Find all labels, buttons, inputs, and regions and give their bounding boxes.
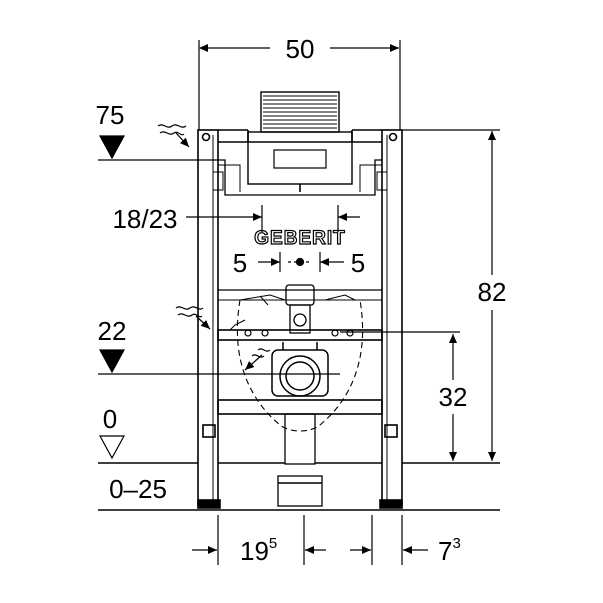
frame — [197, 129, 403, 509]
side-dimension — [186, 205, 360, 232]
bottom-left-dimension: 195 — [240, 535, 277, 566]
side-dimension-label: 18/23 — [112, 204, 177, 234]
width-label: 50 — [286, 34, 315, 64]
floor-label: 0 — [103, 404, 117, 434]
height-dimension — [402, 129, 500, 461]
level-75-label: 75 — [96, 100, 125, 130]
brand-label: GEBERIT — [254, 228, 345, 249]
supply-points — [229, 319, 354, 337]
offset-dimensions — [258, 252, 344, 272]
flush-plate — [260, 91, 340, 133]
pan-outline — [236, 299, 364, 432]
height-label: 82 — [478, 277, 507, 307]
outlet-height-label: 32 — [439, 382, 468, 412]
bottom-dimensions — [192, 515, 428, 565]
right-offset-label: 5 — [351, 248, 365, 278]
level-22-marker — [98, 306, 460, 375]
bottom-right-dimension: 73 — [438, 535, 461, 566]
floor-range-label: 0–25 — [109, 474, 167, 504]
level-75-marker — [98, 124, 218, 161]
left-offset-label: 5 — [233, 248, 247, 278]
level-22-label: 22 — [98, 316, 127, 346]
drain-connector — [271, 342, 329, 507]
flush-valve — [239, 257, 356, 334]
width-dimension — [198, 40, 401, 130]
floor-lines — [98, 435, 500, 511]
